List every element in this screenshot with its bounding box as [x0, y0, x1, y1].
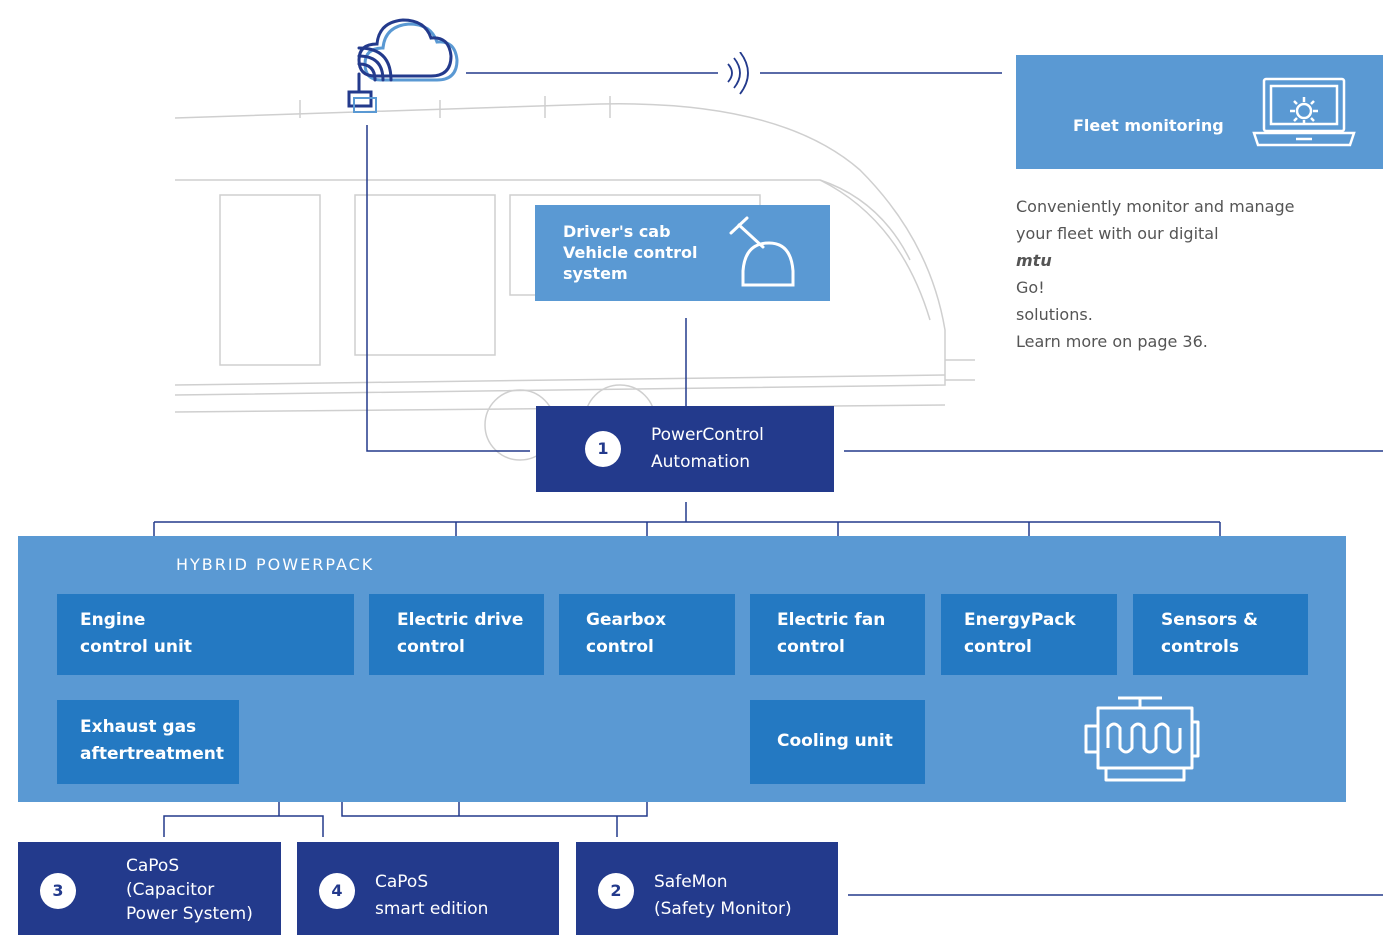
unit-label: Sensors & controls	[1161, 610, 1258, 657]
safemon-box: 2 SafeMon (Safety Monitor)	[576, 842, 838, 935]
fleet-desc-line3: solutions.	[1016, 305, 1093, 324]
hybrid-powerpack-title: HYBRID POWERPACK	[176, 555, 375, 574]
unit-label: Electric drive control	[397, 610, 524, 657]
sensors-controls-box: Sensors & controls	[1133, 594, 1308, 675]
engine-control-unit-box: Engine control unit	[57, 594, 354, 675]
fleet-title-line1: Fleet monitoring	[1073, 116, 1224, 135]
control-lever-icon	[729, 216, 795, 287]
exhaust-gas-aftertreatment-box: Exhaust gas aftertreatment	[57, 700, 239, 784]
exhaust-label: Exhaust gas aftertreatment	[80, 717, 225, 764]
cooling-unit-box: Cooling unit	[750, 700, 925, 784]
capos-smart-edition-box: 4 CaPoS smart edition	[297, 842, 559, 935]
fleet-desc-line2-suffix: Go!	[1016, 278, 1045, 297]
drivers-cab-label: Driver's cab Vehicle control system	[563, 222, 698, 283]
fleet-desc-line1: Conveniently monitor and manage	[1016, 197, 1295, 216]
unit-label: EnergyPack control	[964, 610, 1076, 657]
drivers-cab-box: Driver's cab Vehicle control system	[535, 205, 830, 301]
fleet-title-line2-suffix: Go!	[1153, 170, 1191, 189]
laptop-gear-icon	[1252, 77, 1356, 147]
number-badge: 1	[585, 431, 621, 467]
capos-label: CaPoS (Capacitor Power System)	[126, 856, 253, 924]
number-badge: 2	[598, 873, 634, 909]
power-control-box: 1 PowerControl Automation	[536, 406, 834, 492]
fleet-title-line2-prefix: with	[1073, 170, 1118, 189]
unit-label: Electric fan control	[777, 610, 886, 657]
cooling-label: Cooling unit	[777, 731, 893, 751]
fleet-desc-line2-prefix: your fleet with our digital	[1016, 224, 1219, 243]
electric-drive-control-box: Electric drive control	[369, 594, 544, 675]
number-badge: 3	[40, 873, 76, 909]
mtu-brand: mtu	[1117, 170, 1154, 189]
power-control-label: PowerControl Automation	[651, 425, 764, 472]
energypack-control-box: EnergyPack control	[941, 594, 1117, 675]
unit-label: Engine control unit	[80, 610, 192, 657]
capos-smart-label: CaPoS smart edition	[375, 872, 489, 919]
fleet-desc-line4: Learn more on page 36.	[1016, 332, 1208, 351]
unit-label: Gearbox control	[586, 610, 667, 657]
mtu-brand: mtu	[1016, 251, 1052, 270]
safemon-label: SafeMon (Safety Monitor)	[654, 872, 792, 919]
number-badge: 4	[319, 873, 355, 909]
capos-box: 3 CaPoS (Capacitor Power System)	[18, 842, 281, 935]
cloud-connectivity-icon	[347, 18, 459, 113]
engine-icon	[1084, 696, 1200, 782]
gearbox-control-box: Gearbox control	[559, 594, 735, 675]
fleet-monitoring-box: Fleet monitoring with mtu Go!	[1016, 55, 1383, 189]
wireless-signal-icon	[727, 52, 749, 95]
electric-fan-control-box: Electric fan control	[750, 594, 925, 675]
fleet-description: Conveniently monitor and manage your fle…	[1016, 193, 1346, 355]
fleet-desc-line2: your fleet with our digital mtu Go!	[1016, 220, 1346, 301]
